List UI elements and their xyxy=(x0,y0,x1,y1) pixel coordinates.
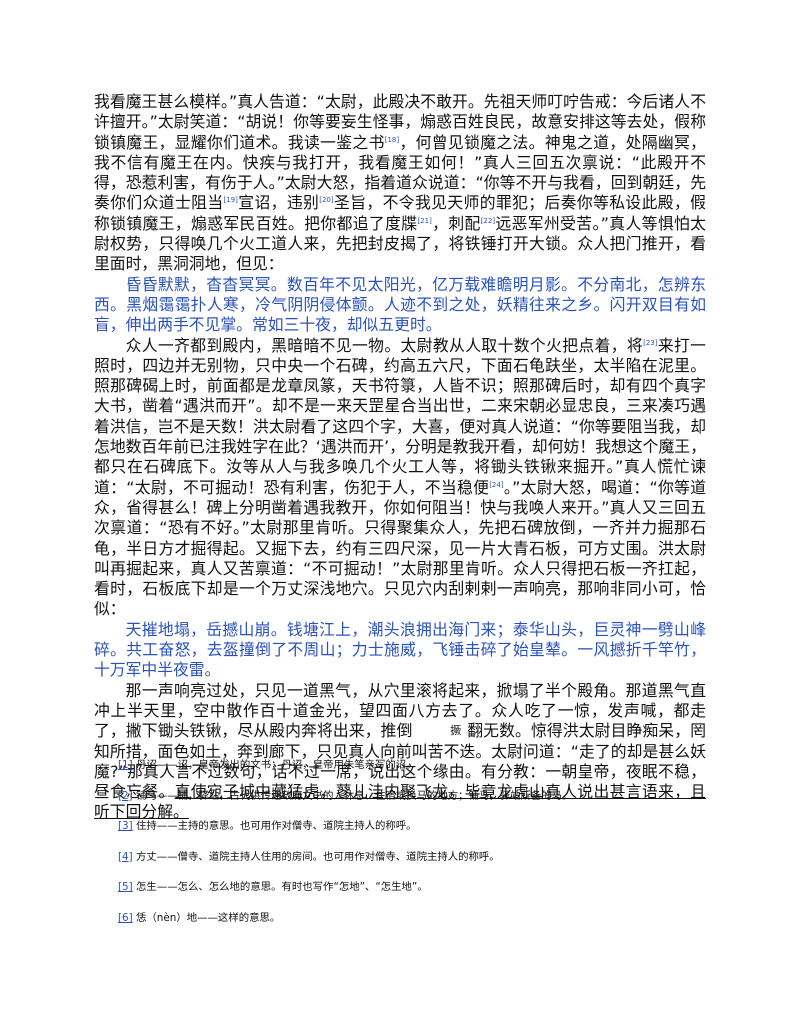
footnote-3: [3] 住持——主持的意思。也可用作对僧寺、道院主持人的称呼。 xyxy=(118,820,417,833)
chapter-closing: 直使宛子城中藏猛虎，蓼儿洼内聚飞龙。毕竟龙虎山真人说出甚言语来，且听下回分解。 xyxy=(94,782,706,822)
footnote-ref-21[interactable]: [21] xyxy=(417,216,432,225)
footnote-4: [4] 方丈——僧寺、道院主持人住用的房间。也可用作对僧寺、道院主持人的称呼。 xyxy=(118,850,500,863)
poem-2: 天摧地塌，岳撼山崩。钱塘江上，潮头浪拥出海门来；泰华山头，巨灵神一劈山峰碎。共工… xyxy=(94,619,706,680)
footnote-link-1[interactable]: [1] xyxy=(118,759,133,771)
paragraph-1: 我看魔王甚么模样。”真人告道：“太尉，此殿决不敢开。先祖天师叮咛告戒：今后诸人不… xyxy=(94,92,706,274)
footnote-1: [1] 丹诏——诏，皇帝发出的文书；丹诏，皇帝用朱笔亲写的诏。 xyxy=(118,759,417,771)
rare-glyph: 撅 xyxy=(450,724,462,738)
footnote-ref-19[interactable]: [19] xyxy=(223,196,238,205)
footnote-link-2[interactable]: [2] xyxy=(118,789,133,802)
paragraph-3: 那一声响亮过处，只见一道黑气，从穴里滚将起来，掀塌了半个殿角。那道黑气直冲上半天… xyxy=(94,680,706,822)
footnote-ref-24[interactable]: [24] xyxy=(489,480,504,489)
footnote-2: [2] 铺马——铺，驿站，古代供传递政府文书的人休息、住宿或换马的地方；铺马，驿… xyxy=(118,789,573,802)
footnote-6: [6] 恁（nèn）地——这样的意思。 xyxy=(118,911,281,924)
footnote-ref-22[interactable]: [22] xyxy=(480,216,496,225)
chapter-text: 我看魔王甚么模样。”真人告道：“太尉，此殿决不敢开。先祖天师叮咛告戒：今后诸人不… xyxy=(94,92,706,823)
footnote-5: [5] 怎生——怎么、怎么地的意思。有时也写作“怎地”、“怎生地”。 xyxy=(118,881,428,894)
paragraph-2: 众人一齐都到殿内，黑暗暗不见一物。太尉教从人取十数个火把点着，将[23]来打一照… xyxy=(94,335,707,619)
footnote-link-5[interactable]: [5] xyxy=(118,881,133,894)
footnote-link-4[interactable]: [4] xyxy=(118,850,133,863)
footnote-ref-23[interactable]: [23] xyxy=(643,338,658,347)
footnote-ref-20[interactable]: [20] xyxy=(319,196,334,205)
footnote-link-6[interactable]: [6] xyxy=(118,911,133,924)
footnotes: [1] 丹诏——诏，皇帝发出的文书；丹诏，皇帝用朱笔亲写的诏。 [2] 铺马——… xyxy=(118,758,738,942)
poem-1: 昏昏默默，杳杳冥冥。数百年不见太阳光，亿万载难瞻明月影。不分南北，怎辨东西。黑烟… xyxy=(94,274,706,335)
footnote-ref-18[interactable]: [18] xyxy=(384,135,400,144)
footnote-link-3[interactable]: [3] xyxy=(118,820,133,833)
